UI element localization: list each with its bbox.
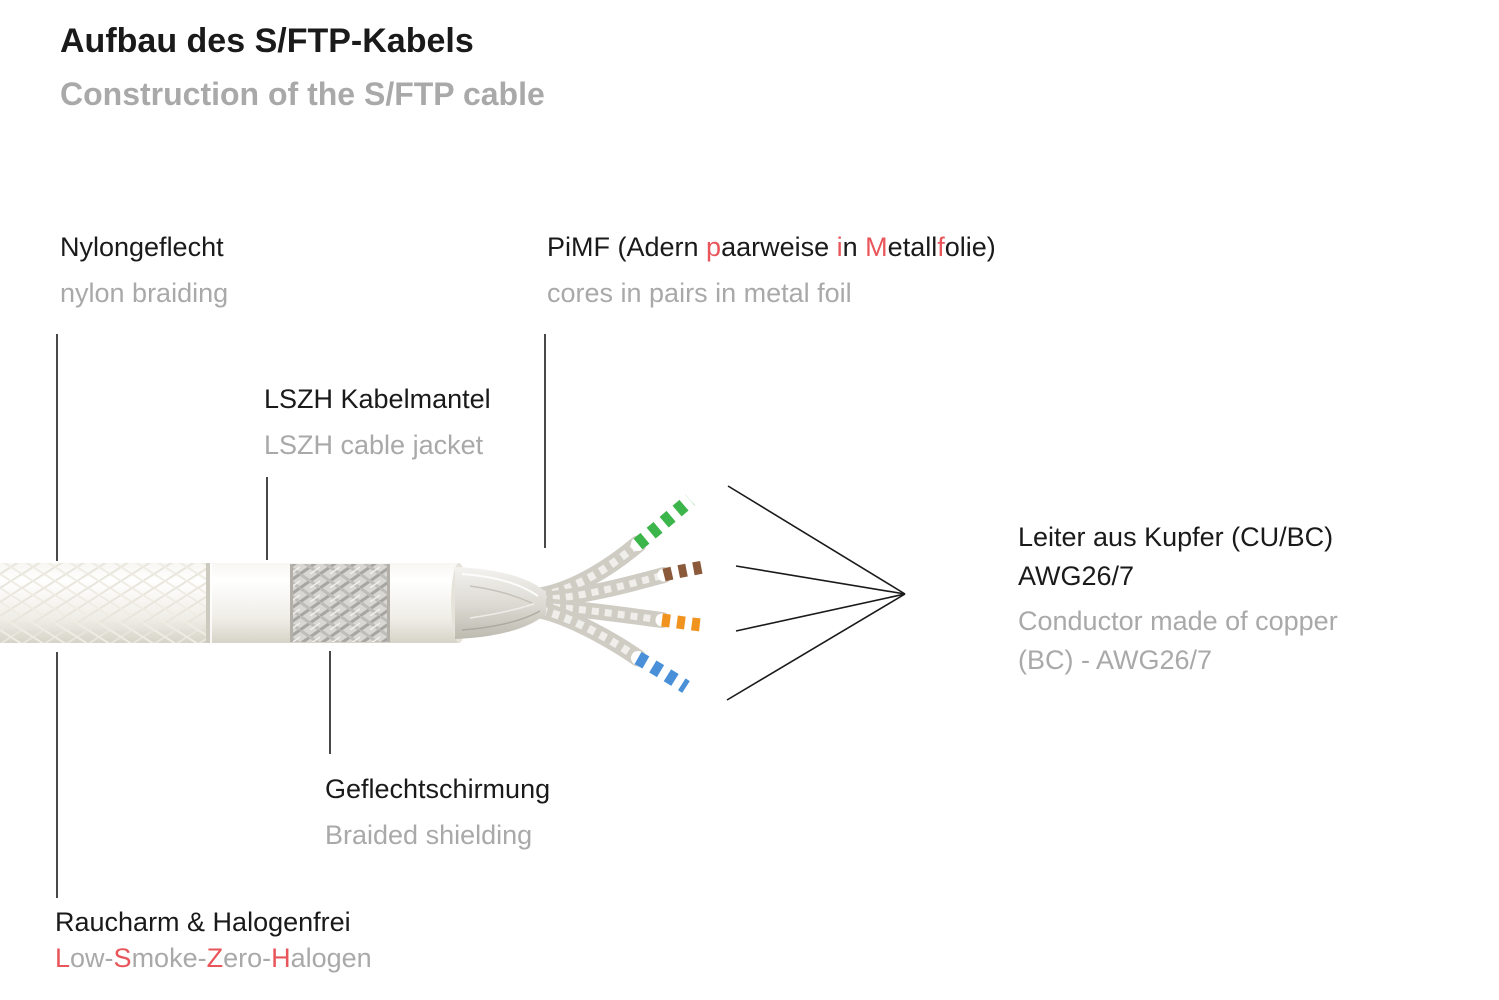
leader-line-conductor-4 [726, 593, 906, 701]
cable-illustration [0, 493, 710, 694]
shield-cut-edge-right [387, 564, 390, 642]
label-conductor-de-1: Leiter aus Kupfer (CU/BC) [1018, 522, 1334, 552]
leader-line-conductor-2 [735, 565, 906, 595]
label-pimf: PiMF (Adern paarweise in Metallfolie) co… [547, 224, 996, 316]
label-halogen-free: Raucharm & Halogenfrei Low-Smoke-Zero-Ha… [55, 904, 372, 976]
label-conductor-de-2: AWG26/7 [1018, 561, 1135, 591]
label-braid-en: Braided shielding [325, 820, 533, 850]
label-conductor-en-1: Conductor made of copper [1018, 606, 1338, 636]
wire-pair-blue [531, 601, 693, 694]
label-lszh-de: LSZH Kabelmantel [264, 384, 491, 414]
label-nylon-braiding: Nylongeflecht nylon braiding [60, 224, 228, 316]
nylon-cut-edge [206, 563, 210, 643]
label-lszh-en: LSZH cable jacket [264, 430, 484, 460]
page-title: Aufbau des S/FTP-Kabels [60, 22, 474, 60]
label-nylon-en: nylon braiding [60, 278, 229, 308]
nylon-cut-highlight [210, 563, 212, 643]
label-pimf-de: PiMF (Adern paarweise in Metallfolie) [547, 232, 996, 262]
shield-cut-edge-left [290, 564, 293, 642]
leader-line-conductor-1 [727, 485, 906, 595]
nylon-braid-section [0, 563, 208, 643]
label-lszh-jacket: LSZH Kabelmantel LSZH cable jacket [264, 376, 491, 468]
page-subtitle: Construction of the S/FTP cable [60, 76, 545, 112]
label-pimf-en: cores in pairs in metal foil [547, 278, 852, 308]
leader-line-conductor-3 [735, 593, 906, 632]
label-braided-shielding: Geflechtschirmung Braided shielding [325, 766, 550, 858]
label-conductor-en-2: (BC) - AWG26/7 [1018, 645, 1213, 675]
shield-braid-section [292, 564, 388, 642]
label-nylon-de: Nylongeflecht [60, 232, 224, 262]
label-braid-de: Geflechtschirmung [325, 774, 551, 804]
label-halogen-de: Raucharm & Halogenfrei [55, 907, 351, 937]
foil-bundle [455, 567, 546, 639]
label-copper-conductor: Leiter aus Kupfer (CU/BC) AWG26/7 Conduc… [1018, 518, 1338, 680]
label-halogen-en: Low-Smoke-Zero-Halogen [55, 943, 372, 973]
wire-pair-brown [532, 560, 710, 608]
